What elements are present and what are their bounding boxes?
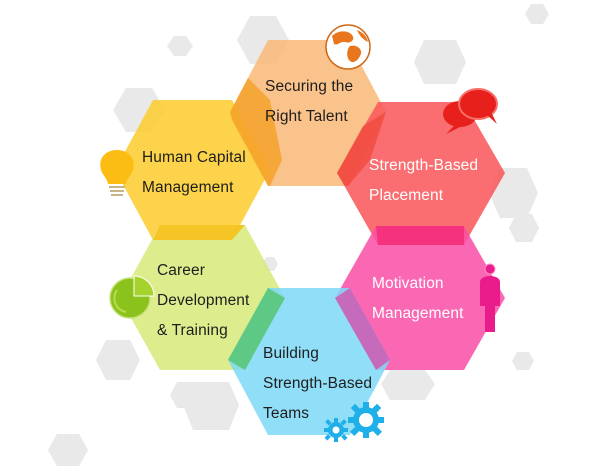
label-line: Strength-Based	[369, 157, 479, 174]
overlap-accents	[153, 78, 464, 370]
person-icon	[480, 263, 500, 332]
label-motivation: Motivation Management	[372, 269, 463, 329]
label-career-development: Career Development & Training	[157, 256, 249, 346]
label-building-teams: Building Strength-Based Teams	[263, 339, 372, 429]
label-line: Strength-Based	[263, 375, 373, 392]
globe-icon	[325, 24, 371, 70]
label-line: Human Capital	[142, 149, 246, 166]
label-strength-placement: Strength-Based Placement	[369, 151, 478, 211]
label-line: & Training	[157, 322, 228, 339]
hex-human-capital[interactable]	[115, 100, 270, 240]
hex-strength-placement[interactable]	[337, 102, 505, 245]
label-line: Building	[263, 345, 319, 362]
label-line: Management	[372, 305, 464, 322]
label-line: Career	[157, 262, 205, 279]
pie-chart-icon	[109, 275, 155, 319]
lightbulb-icon	[100, 150, 134, 196]
label-line: Right Talent	[265, 108, 348, 125]
label-human-capital: Human Capital Management	[142, 143, 246, 203]
label-line: Securing the	[265, 78, 354, 95]
label-securing-talent: Securing the Right Talent	[265, 72, 353, 132]
label-line: Teams	[263, 405, 310, 422]
speech-bubbles-icon	[443, 88, 498, 134]
label-line: Motivation	[372, 275, 444, 292]
gears-icon	[324, 402, 384, 442]
label-line: Development	[157, 292, 250, 309]
label-line: Management	[142, 179, 234, 196]
label-line: Placement	[369, 187, 444, 204]
hex-motivation[interactable]	[335, 226, 505, 370]
